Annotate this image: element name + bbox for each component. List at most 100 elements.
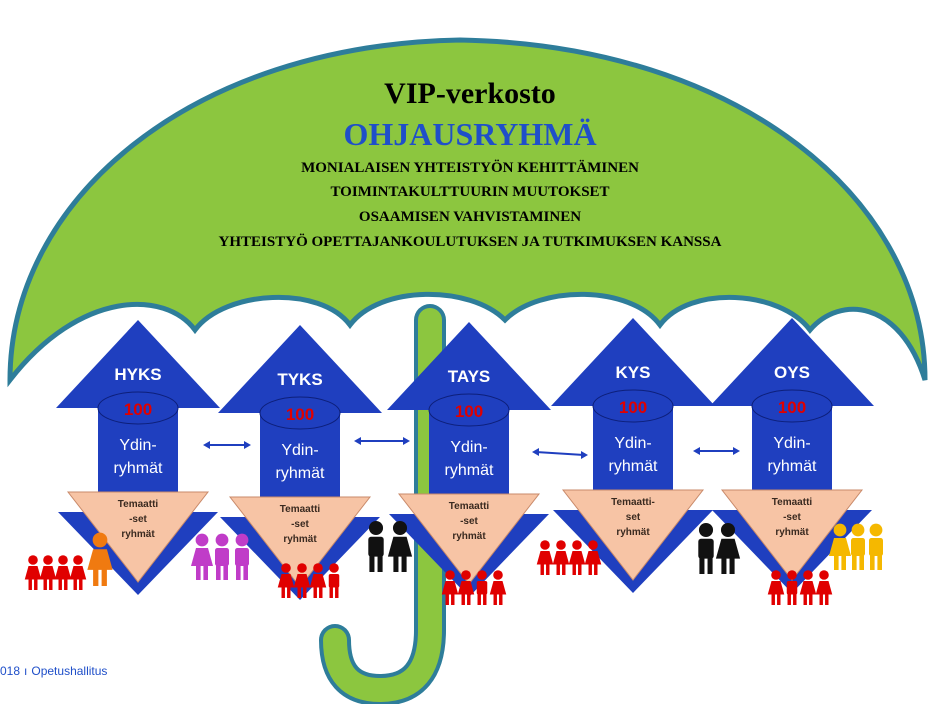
theme-group-label-line3: ryhmät bbox=[121, 529, 155, 540]
goal-line-4: YHTEISTYÖ OPETTAJANKOULUTUKSEN JA TUTKIM… bbox=[219, 233, 722, 250]
person-icon bbox=[489, 570, 507, 605]
core-group-label-line2: ryhmät bbox=[609, 458, 658, 475]
footer-year: 018 bbox=[0, 664, 21, 678]
person-icon bbox=[387, 520, 413, 572]
core-group-label-line1: Ydin- bbox=[450, 439, 487, 456]
person-icon bbox=[536, 540, 554, 575]
core-group-count: 100 bbox=[124, 400, 152, 419]
person-icon bbox=[277, 563, 295, 598]
person-icon bbox=[457, 570, 475, 605]
core-group-label-line2: ryhmät bbox=[768, 458, 817, 475]
double-arrow-icon bbox=[203, 441, 210, 449]
theme-group-label-line2: set bbox=[626, 512, 641, 523]
connector-kys-oys bbox=[693, 447, 740, 455]
goal-line-3: OSAAMISEN VAHVISTAMINEN bbox=[359, 209, 581, 225]
theme-group-triangle bbox=[720, 489, 864, 581]
core-group-label-line2: ryhmät bbox=[445, 462, 494, 479]
theme-group-label-line3: ryhmät bbox=[775, 527, 809, 538]
region-name: OYS bbox=[774, 363, 810, 382]
theme-group-label-line1: Temaatti- bbox=[611, 497, 655, 508]
region-name: TAYS bbox=[448, 367, 491, 386]
core-group-count: 100 bbox=[778, 398, 806, 417]
person-icon bbox=[215, 533, 229, 580]
footer-organization: Opetushallitus bbox=[31, 664, 108, 678]
person-icon bbox=[799, 570, 817, 605]
arrow-head bbox=[710, 318, 874, 406]
core-group-label-line1: Ydin- bbox=[281, 442, 318, 459]
goal-line-2: TOIMINTAKULTTUURIN MUUTOKSET bbox=[330, 184, 609, 200]
core-group-label-line1: Ydin- bbox=[614, 435, 651, 452]
double-arrow-icon bbox=[693, 447, 700, 455]
theme-group-label-line2: -set bbox=[460, 516, 478, 527]
person-icon bbox=[87, 532, 113, 586]
person-icon bbox=[698, 522, 714, 574]
theme-group-label-line1: Temaatti bbox=[772, 497, 813, 508]
arrow-head bbox=[387, 322, 551, 410]
footer-separator: ı bbox=[24, 664, 28, 678]
person-icon bbox=[54, 555, 72, 590]
cylinder-top bbox=[592, 389, 674, 423]
theme-group-label-line1: Temaatti bbox=[449, 501, 490, 512]
person-icon bbox=[476, 570, 488, 605]
person-icon bbox=[568, 540, 586, 575]
person-icon bbox=[328, 563, 340, 598]
arrow-head bbox=[56, 320, 220, 408]
core-group-count: 100 bbox=[455, 402, 483, 421]
double-arrow-icon bbox=[354, 437, 361, 445]
person-icon bbox=[869, 523, 883, 570]
person-icon bbox=[815, 570, 833, 605]
person-icon bbox=[69, 555, 87, 590]
person-icon bbox=[293, 563, 311, 598]
person-icon bbox=[368, 520, 384, 572]
theme-group-triangle bbox=[561, 489, 705, 581]
person-icon bbox=[829, 523, 851, 570]
person-icon bbox=[24, 555, 42, 590]
person-icon bbox=[767, 570, 785, 605]
theme-group-label-line3: ryhmät bbox=[616, 527, 650, 538]
core-group-count: 100 bbox=[286, 405, 314, 424]
theme-group-label-line1: Temaatti bbox=[118, 499, 159, 510]
cylinder-top bbox=[259, 396, 341, 430]
theme-group-triangle bbox=[228, 496, 372, 588]
theme-group-label-line2: -set bbox=[129, 514, 147, 525]
diagram-subtitle: OHJAUSRYHMÄ bbox=[343, 116, 596, 152]
core-group-label-line2: ryhmät bbox=[276, 465, 325, 482]
person-icon bbox=[584, 540, 602, 575]
region-name: HYKS bbox=[114, 365, 161, 384]
theme-group-label-line3: ryhmät bbox=[283, 534, 317, 545]
person-icon bbox=[715, 522, 741, 574]
cylinder-top bbox=[428, 393, 510, 427]
person-icon bbox=[191, 533, 213, 580]
theme-group-label-line3: ryhmät bbox=[452, 531, 486, 542]
arrow-head bbox=[218, 325, 382, 413]
connector-hyks-tyks bbox=[203, 441, 251, 449]
goal-line-1: MONIALAISEN YHTEISTYÖN KEHITTÄMINEN bbox=[301, 159, 639, 176]
cylinder-top bbox=[97, 391, 179, 425]
core-group-label-line2: ryhmät bbox=[114, 460, 163, 477]
double-arrow-icon bbox=[532, 448, 539, 456]
person-icon bbox=[552, 540, 570, 575]
person-icon bbox=[851, 523, 865, 570]
diagram-title: VIP-verkosto bbox=[384, 77, 556, 110]
region-name: TYKS bbox=[277, 370, 322, 389]
connector-tyks-tays bbox=[354, 437, 410, 445]
umbrella-handle-fill bbox=[323, 308, 442, 703]
cylinder-top bbox=[751, 389, 833, 423]
umbrella-canopy bbox=[7, 37, 928, 388]
person-icon bbox=[235, 533, 249, 580]
theme-group-label-line1: Temaatti bbox=[280, 504, 321, 515]
region-name: KYS bbox=[616, 363, 651, 382]
person-icon bbox=[786, 570, 798, 605]
arrow-head bbox=[551, 318, 715, 406]
theme-group-label-line2: -set bbox=[783, 512, 801, 523]
core-group-count: 100 bbox=[619, 398, 647, 417]
theme-group-triangle bbox=[397, 493, 541, 585]
person-icon bbox=[39, 555, 57, 590]
theme-group-label-line2: -set bbox=[291, 519, 309, 530]
